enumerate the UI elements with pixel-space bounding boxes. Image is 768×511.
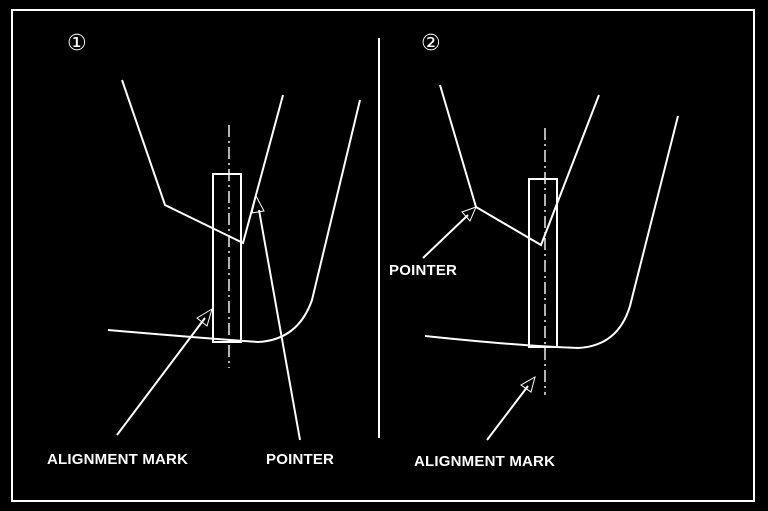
panel-2-pointer-arrowhead	[461, 206, 477, 222]
panel-1-pointer-arrow	[258, 209, 301, 441]
panel-1-pointer-profile	[121, 79, 284, 245]
panel-1-alignment-mark-label: ALIGNMENT MARK	[47, 451, 189, 468]
panel-1-drawing	[107, 79, 361, 441]
panel-2-alignment-arrowhead	[520, 375, 536, 393]
panel-2-alignment-mark-label: ALIGNMENT MARK	[414, 453, 556, 470]
panel-2-pointer-label: POINTER	[389, 262, 458, 279]
panel-1-alignment-arrow	[116, 317, 206, 436]
panel-2-pointer-profile	[439, 84, 600, 247]
panel-1-alignment-arrowhead	[196, 307, 213, 327]
panel-1-number: ①	[67, 31, 87, 56]
outer-frame	[11, 9, 755, 502]
panel-2-number: ②	[421, 31, 441, 56]
panel-1-outer-curve	[107, 99, 361, 344]
panel-2-drawing	[422, 84, 679, 441]
panel-1-pointer-label: POINTER	[266, 451, 335, 468]
panel-2-alignment-mark	[528, 178, 558, 348]
panel-1-pointer-arrowhead	[251, 194, 265, 214]
panel-2-outer-curve	[424, 115, 679, 350]
panel-2-alignment-arrow	[486, 385, 529, 441]
panel-1-alignment-mark	[212, 173, 242, 343]
panel-2-pointer-arrow	[422, 214, 469, 259]
